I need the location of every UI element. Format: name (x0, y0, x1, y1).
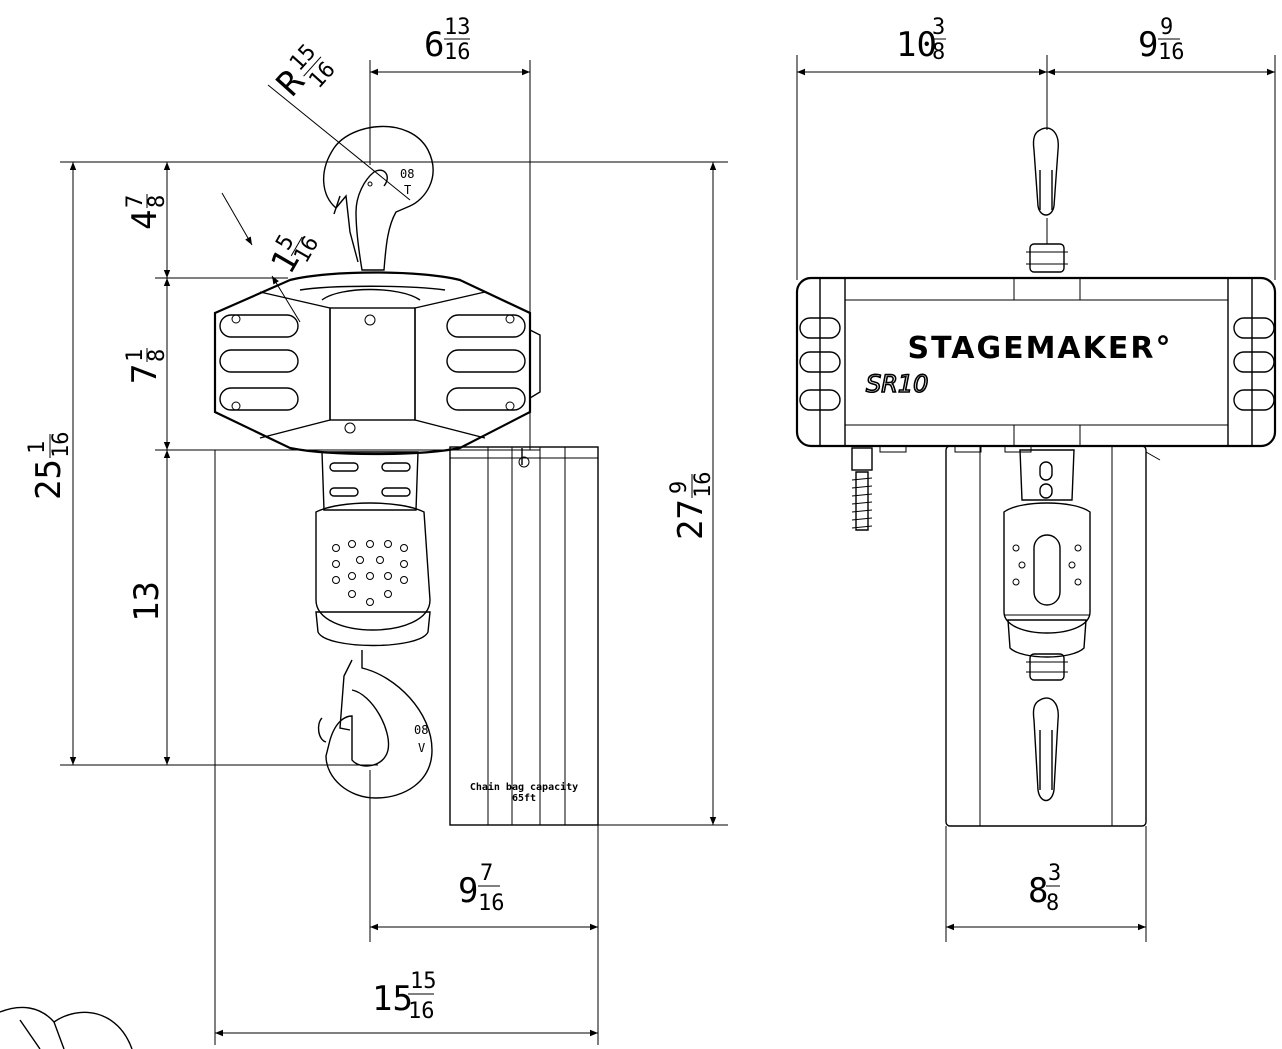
upper-hook-label-bottom: T (404, 183, 411, 197)
dim-lower-height: 13 (127, 581, 167, 622)
svg-text:7: 7 (480, 861, 493, 886)
dim-total-with-bag: 27 9 16 (667, 472, 716, 541)
partial-view-fragment (0, 1006, 133, 1049)
svg-text:8: 8 (1046, 891, 1059, 916)
svg-text:9: 9 (1160, 15, 1173, 40)
svg-text:6: 6 (424, 25, 444, 65)
dim-hook-radius: R 15 16 (269, 40, 341, 104)
svg-text:10: 10 (896, 25, 937, 65)
dim-body-height: 7 1 8 (123, 348, 170, 384)
svg-text:8: 8 (1028, 871, 1048, 911)
svg-text:15: 15 (410, 969, 437, 994)
svg-text:13: 13 (127, 581, 167, 622)
front-controller (1003, 449, 1091, 658)
lower-hook-label-bottom: V (418, 741, 425, 755)
dim-bag-offset: 9 7 16 (458, 861, 505, 916)
svg-text:15: 15 (372, 979, 413, 1019)
svg-text:3: 3 (932, 15, 945, 40)
side-view (60, 60, 728, 1045)
front-chain-bag (945, 445, 1161, 827)
dim-total-height: 25 1 16 (25, 432, 74, 501)
svg-text:8: 8 (932, 40, 945, 65)
hoist-body (213, 271, 541, 468)
grip-dots (332, 540, 408, 606)
svg-text:9: 9 (458, 871, 478, 911)
svg-text:9: 9 (667, 481, 692, 494)
svg-text:16: 16 (478, 891, 505, 916)
dim-overall-width: 15 15 16 (372, 969, 437, 1024)
upper-hook-label-top: 08 (400, 167, 414, 181)
chain-bag-capacity: 65ft (512, 793, 536, 804)
svg-text:1: 1 (123, 349, 148, 362)
svg-text:8: 8 (145, 195, 170, 208)
control-handle (315, 451, 431, 647)
svg-text:13: 13 (444, 15, 471, 40)
dim-width-left: 10 3 8 (896, 15, 946, 65)
svg-text:16: 16 (408, 999, 435, 1024)
lower-hook-label-top: 08 (414, 723, 428, 737)
dim-width-right: 9 9 16 (1138, 15, 1185, 65)
svg-text:16: 16 (1158, 40, 1185, 65)
svg-text:7: 7 (125, 364, 165, 384)
svg-text:16: 16 (691, 472, 716, 499)
svg-text:27: 27 (671, 499, 711, 540)
front-view (795, 55, 1277, 942)
chain-bag (449, 446, 599, 826)
model-label: SR10 (866, 370, 928, 398)
svg-text:16: 16 (444, 40, 471, 65)
svg-text:9: 9 (1138, 25, 1158, 65)
svg-text:3: 3 (1048, 861, 1061, 886)
svg-text:7: 7 (123, 195, 148, 208)
dim-bag-width: 8 3 8 (1028, 861, 1061, 916)
svg-text:1: 1 (25, 441, 50, 454)
svg-text:25: 25 (29, 459, 69, 500)
dim-hook-throat: 1 5 16 (263, 231, 324, 281)
brand-logo: STAGEMAKER° (908, 331, 1173, 366)
dim-hook-offset: 6 13 16 (424, 15, 471, 65)
svg-text:8: 8 (145, 349, 170, 362)
chain-bag-caption: Chain bag capacity (470, 781, 578, 793)
dim-hook-height: 4 7 8 (123, 194, 170, 230)
svg-text:16: 16 (49, 432, 74, 459)
svg-text:4: 4 (125, 210, 165, 230)
